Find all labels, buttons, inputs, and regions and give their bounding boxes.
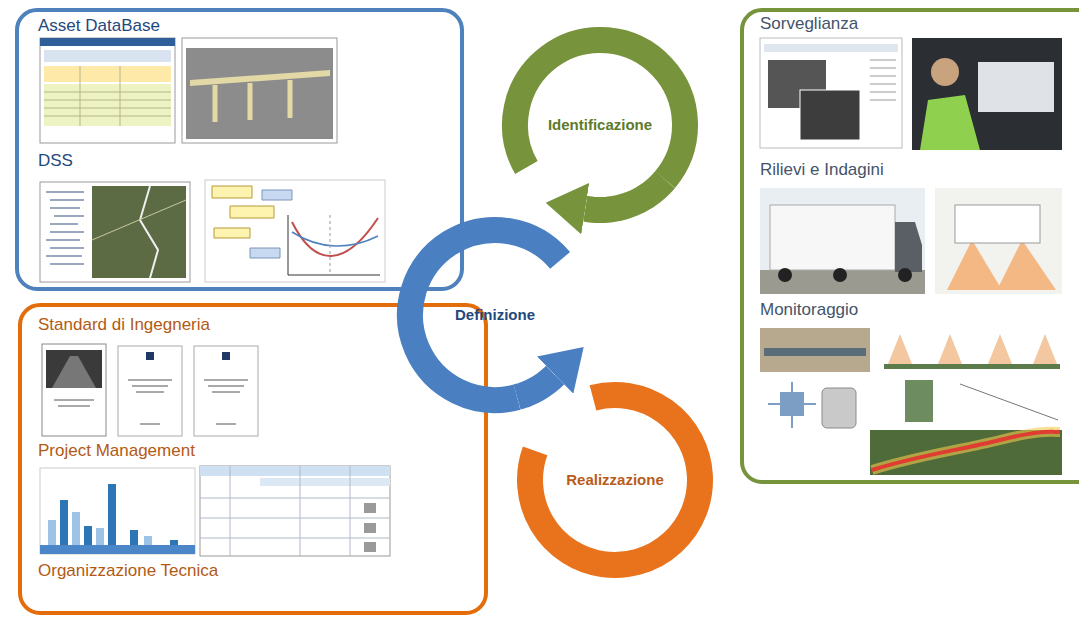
logo-mark <box>222 352 230 360</box>
list-lines <box>870 60 896 100</box>
table-header <box>44 66 171 82</box>
cover-photo <box>46 350 102 388</box>
optimum-line <box>330 215 331 275</box>
section-heading: DSS <box>38 151 479 171</box>
cost-curve <box>292 218 378 256</box>
trend-line <box>960 384 1058 420</box>
load-cell <box>822 388 856 428</box>
title-bar <box>40 38 175 46</box>
table-header <box>260 478 390 486</box>
risk-band <box>872 432 1060 470</box>
screenshot-frame <box>205 180 385 282</box>
road-line <box>92 200 186 240</box>
chart-axes <box>288 215 380 275</box>
logo-mark <box>146 352 154 360</box>
satellite-map <box>92 186 186 278</box>
laser-beams <box>947 240 1056 290</box>
truck-photo <box>760 188 925 294</box>
flow-boxes <box>250 190 292 258</box>
screenshot-frame <box>40 38 175 143</box>
stage-label: Identificazione <box>548 116 652 134</box>
document-cover <box>118 346 182 436</box>
table-icons <box>364 503 376 552</box>
monitored-route <box>872 432 1060 470</box>
section-heading: Sorveglianza <box>760 14 1079 34</box>
van-photo <box>935 188 1062 294</box>
table-grid <box>200 466 390 556</box>
section-heading: Project Management <box>38 441 500 461</box>
cycle-ring: Realizzazione <box>515 380 715 580</box>
text-lines <box>128 380 172 424</box>
tablet-screen <box>978 62 1054 112</box>
section-heading: Rilievi e Indagini <box>760 160 1079 180</box>
screenshot-frame <box>40 182 190 282</box>
group-panel: SorveglianzaRilievi e IndaginiMonitoragg… <box>740 8 1079 484</box>
document-cover <box>194 346 258 436</box>
bridge-deck <box>190 70 330 86</box>
ground-strip <box>884 364 1060 369</box>
document-cover <box>42 344 106 436</box>
pipe <box>764 348 866 356</box>
sensor-arms <box>768 382 816 428</box>
table-frame <box>200 466 390 556</box>
sensor-beams <box>888 334 1057 364</box>
truck-cab <box>895 222 922 272</box>
tree-list <box>46 192 84 264</box>
cycle-ring: Definizione <box>395 215 595 415</box>
road-line <box>140 186 158 278</box>
pipe-photo <box>760 328 870 372</box>
truck-trailer <box>770 205 895 270</box>
bridge-piers <box>215 80 290 122</box>
person-vest <box>920 95 980 150</box>
screenshot-frame <box>760 38 902 148</box>
inspector-photo <box>912 38 1062 150</box>
cycle-arc <box>515 40 685 180</box>
text-lines <box>204 380 248 424</box>
person-head <box>931 58 959 86</box>
chart-frame <box>40 468 195 554</box>
stage-label: Realizzazione <box>566 471 664 489</box>
cycle-arc <box>410 230 560 400</box>
section-heading: Standard di Ingegneria <box>38 315 500 335</box>
chart-bars <box>60 484 178 545</box>
stage-label: Definizione <box>455 306 535 324</box>
flow-arrow <box>585 180 665 210</box>
model-viewport <box>186 48 333 139</box>
truck-wheels <box>778 268 912 282</box>
toolbar <box>44 50 171 62</box>
road-photo <box>52 356 96 388</box>
table-body <box>44 84 171 126</box>
soil-column <box>905 380 933 422</box>
section-heading: Monitoraggio <box>760 300 1079 320</box>
cost-curve <box>292 232 378 246</box>
aerial-map <box>870 430 1062 475</box>
survey-van <box>955 205 1040 243</box>
chart-band <box>40 545 195 554</box>
cycle-ring: Identificazione <box>500 25 700 225</box>
section-heading: Organizzazione Tecnica <box>38 561 500 581</box>
group-panel: Asset DataBaseDSS <box>15 8 464 291</box>
toolbar <box>764 44 898 52</box>
section-heading: Asset DataBase <box>38 16 479 36</box>
screenshot-frame <box>182 38 337 143</box>
camera-image <box>800 90 860 140</box>
flow-arrow <box>517 375 555 397</box>
text-lines <box>54 400 94 406</box>
table-grid <box>44 66 171 126</box>
table-header <box>200 466 390 476</box>
cycle-arc <box>530 395 700 565</box>
